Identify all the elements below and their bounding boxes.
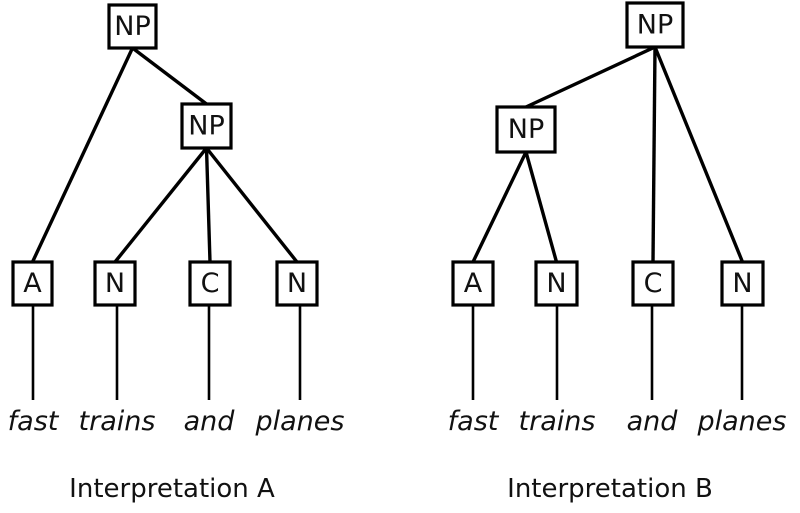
node-b-pos-n2[interactable]: N — [720, 260, 765, 307]
node-a-pos-n2[interactable]: N — [275, 260, 319, 307]
node-label-b-pos-a: A — [464, 268, 483, 299]
node-b-inner-np[interactable]: NP — [495, 105, 557, 154]
node-box-a-inner-np — [180, 102, 233, 150]
node-box-a-pos-c — [188, 260, 232, 307]
node-box-a-root-np — [107, 3, 158, 50]
word-a-word-trains: trains — [79, 406, 156, 437]
branch-b-branch-root-to-np — [525, 45, 656, 109]
node-a-inner-np[interactable]: NP — [180, 102, 233, 150]
word-a-word-fast: fast — [8, 406, 60, 437]
node-label-b-pos-n2: N — [732, 268, 752, 299]
word-b-word-planes: planes — [697, 406, 787, 437]
node-a-root-np[interactable]: NP — [107, 3, 158, 50]
node-label-a-root-np: NP — [114, 11, 150, 42]
node-b-pos-n1[interactable]: N — [534, 260, 579, 307]
branch-b-branch-np-to-a — [471, 151, 528, 263]
node-b-root-np[interactable]: NP — [625, 1, 685, 49]
word-a-word-planes: planes — [255, 406, 345, 437]
node-label-a-inner-np: NP — [188, 111, 224, 142]
word-a-word-and: and — [184, 406, 236, 437]
branch-a-branch-np-to-c — [204, 147, 212, 263]
word-b-word-trains: trains — [519, 406, 596, 437]
node-box-b-root-np — [625, 1, 685, 49]
branch-a-branch-root-to-np — [131, 46, 208, 106]
node-box-a-pos-a — [11, 260, 54, 307]
leaf-stem-group — [471, 305, 744, 400]
node-a-pos-a[interactable]: A — [11, 260, 54, 307]
branch-group — [30, 46, 299, 264]
node-label-a-pos-n1: N — [105, 268, 125, 299]
node-box-b-pos-n2 — [720, 260, 765, 307]
node-label-b-inner-np: NP — [508, 114, 544, 145]
branch-a-branch-root-to-a — [30, 47, 135, 263]
node-label-b-root-np: NP — [637, 10, 673, 41]
branch-b-branch-np-to-n1 — [524, 151, 559, 263]
branch-group — [471, 45, 745, 263]
node-a-pos-c[interactable]: C — [188, 260, 232, 307]
node-label-a-pos-n2: N — [287, 268, 307, 299]
node-label-a-pos-a: A — [23, 268, 42, 299]
word-b-word-fast: fast — [448, 406, 500, 437]
caption-interpretation-b: Interpretation B — [507, 474, 713, 504]
branch-b-branch-root-to-c — [651, 46, 657, 263]
node-b-pos-c[interactable]: C — [631, 260, 675, 307]
branch-a-branch-np-to-n1 — [113, 146, 208, 264]
node-box-a-pos-n1 — [93, 260, 137, 307]
node-label-a-pos-c: C — [201, 268, 220, 299]
node-label-b-pos-c: C — [644, 268, 663, 299]
node-a-pos-n1[interactable]: N — [93, 260, 137, 307]
node-box-b-pos-c — [631, 260, 675, 307]
node-box-a-pos-n2 — [275, 260, 319, 307]
caption-interpretation-a: Interpretation A — [69, 474, 275, 504]
node-box-b-pos-n1 — [534, 260, 579, 307]
leaf-stem-group — [31, 305, 302, 400]
node-box-b-inner-np — [495, 105, 557, 154]
node-b-pos-a[interactable]: A — [451, 260, 495, 307]
node-label-b-pos-n1: N — [546, 268, 566, 299]
branch-b-branch-root-to-n2 — [653, 46, 745, 263]
word-b-word-and: and — [627, 406, 679, 437]
node-box-b-pos-a — [451, 260, 495, 307]
branch-a-branch-np-to-n2 — [205, 146, 299, 264]
